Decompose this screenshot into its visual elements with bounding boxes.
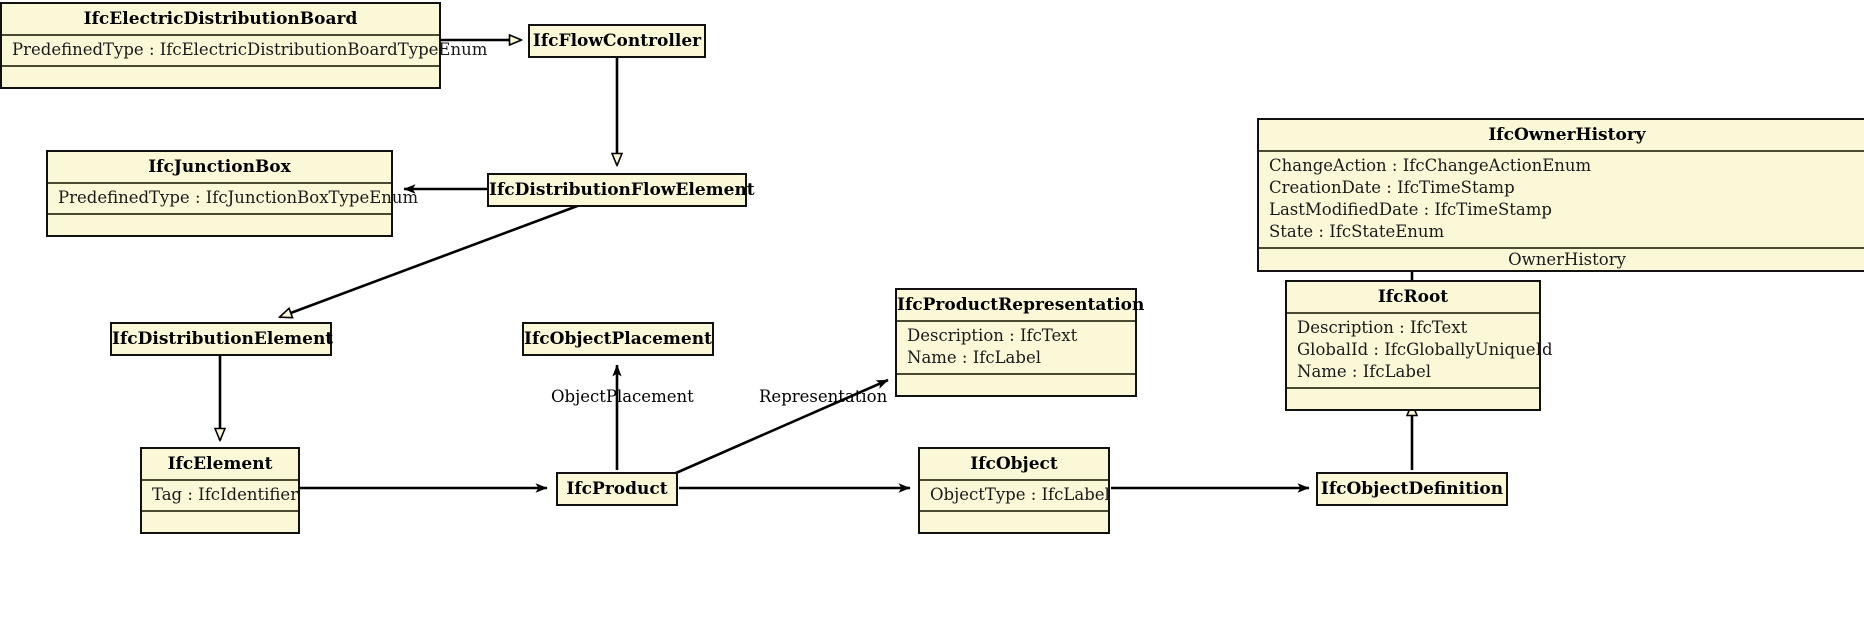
empty-compartment: [920, 512, 1108, 532]
class-title: IfcElectricDistributionBoard: [83, 9, 358, 29]
class-node-ifcproduct[interactable]: IfcProduct: [556, 472, 678, 506]
attribute-row: Name : IfcLabel: [1297, 362, 1431, 381]
attribute-compartment: Description : IfcText Name : IfcLabel: [897, 322, 1135, 373]
compartment-separator: [897, 320, 1135, 322]
class-title: IfcObjectPlacement: [524, 329, 712, 349]
class-node-ifcroot[interactable]: IfcRoot Description : IfcText GlobalId :…: [1285, 280, 1553, 411]
attribute-row: ChangeAction : IfcChangeActionEnum: [1269, 156, 1592, 175]
attribute-compartment: Description : IfcText GlobalId : IfcGlob…: [1287, 314, 1553, 387]
class-node-ifcproductrepresentation[interactable]: IfcProductRepresentation Description : I…: [895, 288, 1145, 397]
class-node-ifcelectricdistributionboard[interactable]: IfcElectricDistributionBoard PredefinedT…: [0, 2, 488, 89]
empty-compartment: [2, 67, 439, 87]
edge-label-representation: Representation: [759, 387, 888, 406]
class-node-ifcelement[interactable]: IfcElement Tag : IfcIdentifier: [140, 447, 300, 534]
attribute-row: Name : IfcLabel: [907, 348, 1041, 367]
compartment-separator: [2, 34, 439, 36]
compartment-separator: [1287, 387, 1539, 389]
class-node-ifcdistributionflowelement[interactable]: IfcDistributionFlowElement: [487, 173, 755, 207]
class-title: IfcFlowController: [532, 31, 702, 51]
compartment-separator: [2, 65, 439, 67]
attribute-row: ObjectType : IfcLabel: [930, 485, 1110, 504]
class-title: IfcObject: [970, 454, 1058, 474]
class-node-ifcjunctionbox[interactable]: IfcJunctionBox PredefinedType : IfcJunct…: [46, 150, 419, 237]
attribute-compartment: PredefinedType : IfcElectricDistribution…: [2, 36, 488, 65]
class-node-ifcdistributionelement[interactable]: IfcDistributionElement: [110, 322, 334, 356]
compartment-separator: [1259, 150, 1864, 152]
class-title: IfcProductRepresentation: [897, 295, 1145, 315]
empty-compartment: [48, 215, 391, 235]
compartment-separator: [142, 510, 298, 512]
empty-compartment: [897, 375, 1135, 395]
attribute-row: CreationDate : IfcTimeStamp: [1269, 178, 1515, 197]
edge-label-objectplacement: ObjectPlacement: [551, 387, 694, 406]
class-node-ifcobject[interactable]: IfcObject ObjectType : IfcLabel: [918, 447, 1110, 534]
compartment-separator: [920, 510, 1108, 512]
compartment-separator: [1287, 312, 1539, 314]
empty-compartment: [142, 512, 298, 532]
class-title: IfcDistributionElement: [112, 329, 334, 349]
attribute-compartment: Tag : IfcIdentifier: [142, 481, 298, 510]
class-node-ifcobjectdefinition[interactable]: IfcObjectDefinition: [1316, 472, 1508, 506]
attribute-compartment: PredefinedType : IfcJunctionBoxTypeEnum: [48, 184, 419, 213]
compartment-separator: [48, 213, 391, 215]
class-title: IfcDistributionFlowElement: [489, 180, 755, 200]
class-title: IfcObjectDefinition: [1320, 479, 1504, 499]
compartment-separator: [142, 479, 298, 481]
class-node-ifcownerhistory[interactable]: IfcOwnerHistory ChangeAction : IfcChange…: [1257, 118, 1864, 272]
attribute-compartment: ChangeAction : IfcChangeActionEnum Creat…: [1259, 152, 1864, 247]
class-title: IfcProduct: [566, 479, 668, 499]
attribute-row: State : IfcStateEnum: [1269, 222, 1445, 241]
compartment-separator: [48, 182, 391, 184]
attribute-row: GlobalId : IfcGloballyUniqueId: [1297, 340, 1553, 359]
class-title: IfcElement: [167, 454, 273, 474]
attribute-row: Description : IfcText: [907, 326, 1078, 345]
class-title: IfcJunctionBox: [148, 157, 291, 177]
class-node-ifcobjectplacement[interactable]: IfcObjectPlacement: [522, 322, 714, 356]
attribute-row: PredefinedType : IfcJunctionBoxTypeEnum: [58, 188, 419, 207]
class-title: IfcOwnerHistory: [1488, 125, 1646, 145]
class-node-ifcflowcontroller[interactable]: IfcFlowController: [528, 24, 706, 58]
compartment-separator: [897, 373, 1135, 375]
compartment-separator: [920, 479, 1108, 481]
attribute-row: Description : IfcText: [1297, 318, 1468, 337]
attribute-compartment: ObjectType : IfcLabel: [920, 481, 1110, 510]
attribute-row: Tag : IfcIdentifier: [152, 485, 299, 504]
attribute-row: LastModifiedDate : IfcTimeStamp: [1269, 200, 1552, 219]
class-title: IfcRoot: [1377, 287, 1449, 307]
empty-compartment: [1287, 389, 1539, 409]
role-label-ownerhistory: OwnerHistory: [1508, 250, 1626, 269]
compartment-separator: [1259, 247, 1864, 249]
attribute-row: PredefinedType : IfcElectricDistribution…: [12, 40, 488, 59]
